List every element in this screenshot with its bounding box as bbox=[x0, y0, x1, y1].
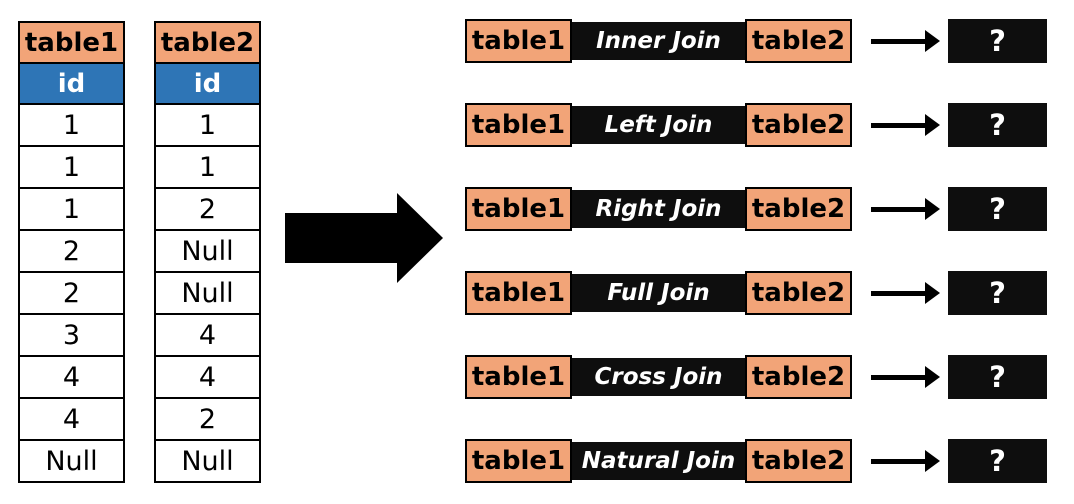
arrow-head bbox=[925, 198, 940, 220]
arrow-head bbox=[925, 450, 940, 472]
table2-cell: 1 bbox=[156, 105, 259, 147]
table1: table1 id 1 1 1 2 2 3 4 4 Null bbox=[18, 21, 125, 483]
table1-cell: Null bbox=[45, 445, 98, 477]
join-bar: Inner Join table1 table2 bbox=[465, 19, 852, 63]
join-row-inner-join: Inner Join table1 table2 ? bbox=[465, 19, 1047, 63]
right-arrow-icon bbox=[871, 366, 940, 388]
big-arrow-shaft bbox=[285, 213, 398, 263]
table1-cell: 4 bbox=[20, 357, 123, 399]
table1-cell: 1 bbox=[20, 189, 123, 231]
big-right-arrow-icon bbox=[285, 193, 443, 283]
table2-tag: table2 bbox=[745, 355, 852, 399]
result-unknown-box: ? bbox=[948, 355, 1047, 399]
table2-tag: table2 bbox=[745, 271, 852, 315]
table2-tag: table2 bbox=[745, 19, 852, 63]
table2-tag: table2 bbox=[745, 187, 852, 231]
table2: table2 id 1 1 2 Null Null 4 4 2 Null bbox=[154, 21, 261, 483]
table1-tag: table1 bbox=[465, 187, 572, 231]
table2-cell: Null bbox=[181, 445, 234, 477]
result-unknown-box: ? bbox=[948, 19, 1047, 63]
join-bar: Cross Join table1 table2 bbox=[465, 355, 852, 399]
arrow-shaft bbox=[871, 291, 926, 296]
table1-cell: 1 bbox=[20, 105, 123, 147]
right-arrow-icon bbox=[871, 30, 940, 52]
result-unknown-box: ? bbox=[948, 271, 1047, 315]
right-arrow-icon bbox=[871, 114, 940, 136]
table1-cell: 1 bbox=[20, 147, 123, 189]
table2-cell: Null bbox=[156, 231, 259, 273]
table2-column-header-id: id bbox=[156, 64, 259, 105]
join-type-label: Inner Join bbox=[596, 28, 721, 54]
big-arrow-head bbox=[397, 193, 443, 283]
right-arrow-icon bbox=[871, 282, 940, 304]
table2-tag: table2 bbox=[745, 439, 852, 483]
join-type-label: Cross Join bbox=[594, 364, 723, 390]
table1-cell: 3 bbox=[20, 315, 123, 357]
arrow-head bbox=[925, 366, 940, 388]
join-row-cross-join: Cross Join table1 table2 ? bbox=[465, 355, 1047, 399]
arrow-head bbox=[925, 30, 940, 52]
arrow-shaft bbox=[871, 207, 926, 212]
join-bar: Right Join table1 table2 bbox=[465, 187, 852, 231]
table1-column-header-id: id bbox=[20, 64, 123, 105]
right-arrow-icon bbox=[871, 198, 940, 220]
table1-title: table1 bbox=[20, 23, 123, 64]
join-bar: Full Join table1 table2 bbox=[465, 271, 852, 315]
table1-tag: table1 bbox=[465, 19, 572, 63]
join-type-label: Left Join bbox=[604, 112, 713, 138]
table2-cell: 2 bbox=[156, 189, 259, 231]
table2-cell: 4 bbox=[156, 315, 259, 357]
arrow-head bbox=[925, 282, 940, 304]
result-unknown-box: ? bbox=[948, 103, 1047, 147]
table1-cell: 2 bbox=[20, 231, 123, 273]
join-type-label: Natural Join bbox=[581, 448, 736, 474]
join-row-full-join: Full Join table1 table2 ? bbox=[465, 271, 1047, 315]
arrow-shaft bbox=[871, 123, 926, 128]
table1-tag: table1 bbox=[465, 355, 572, 399]
table1-tag: table1 bbox=[465, 103, 572, 147]
join-row-left-join: Left Join table1 table2 ? bbox=[465, 103, 1047, 147]
join-row-right-join: Right Join table1 table2 ? bbox=[465, 187, 1047, 231]
result-unknown-box: ? bbox=[948, 439, 1047, 483]
join-bar: Natural Join table1 table2 bbox=[465, 439, 852, 483]
arrow-shaft bbox=[871, 39, 926, 44]
table1-cell: 2 bbox=[20, 273, 123, 315]
table1-tag: table1 bbox=[465, 271, 572, 315]
arrow-head bbox=[925, 114, 940, 136]
join-type-label: Full Join bbox=[607, 280, 710, 306]
table1-cell: 4 bbox=[20, 399, 123, 441]
join-bar: Left Join table1 table2 bbox=[465, 103, 852, 147]
arrow-shaft bbox=[871, 375, 926, 380]
join-row-natural-join: Natural Join table1 table2 ? bbox=[465, 439, 1047, 483]
table2-tag: table2 bbox=[745, 103, 852, 147]
table2-title: table2 bbox=[156, 23, 259, 64]
table2-cell: 2 bbox=[156, 399, 259, 441]
right-arrow-icon bbox=[871, 450, 940, 472]
table2-cell: 4 bbox=[156, 357, 259, 399]
table1-tag: table1 bbox=[465, 439, 572, 483]
result-unknown-box: ? bbox=[948, 187, 1047, 231]
table2-cell: Null bbox=[156, 273, 259, 315]
join-type-label: Right Join bbox=[595, 196, 722, 222]
table2-cell: 1 bbox=[156, 147, 259, 189]
arrow-shaft bbox=[871, 459, 926, 464]
